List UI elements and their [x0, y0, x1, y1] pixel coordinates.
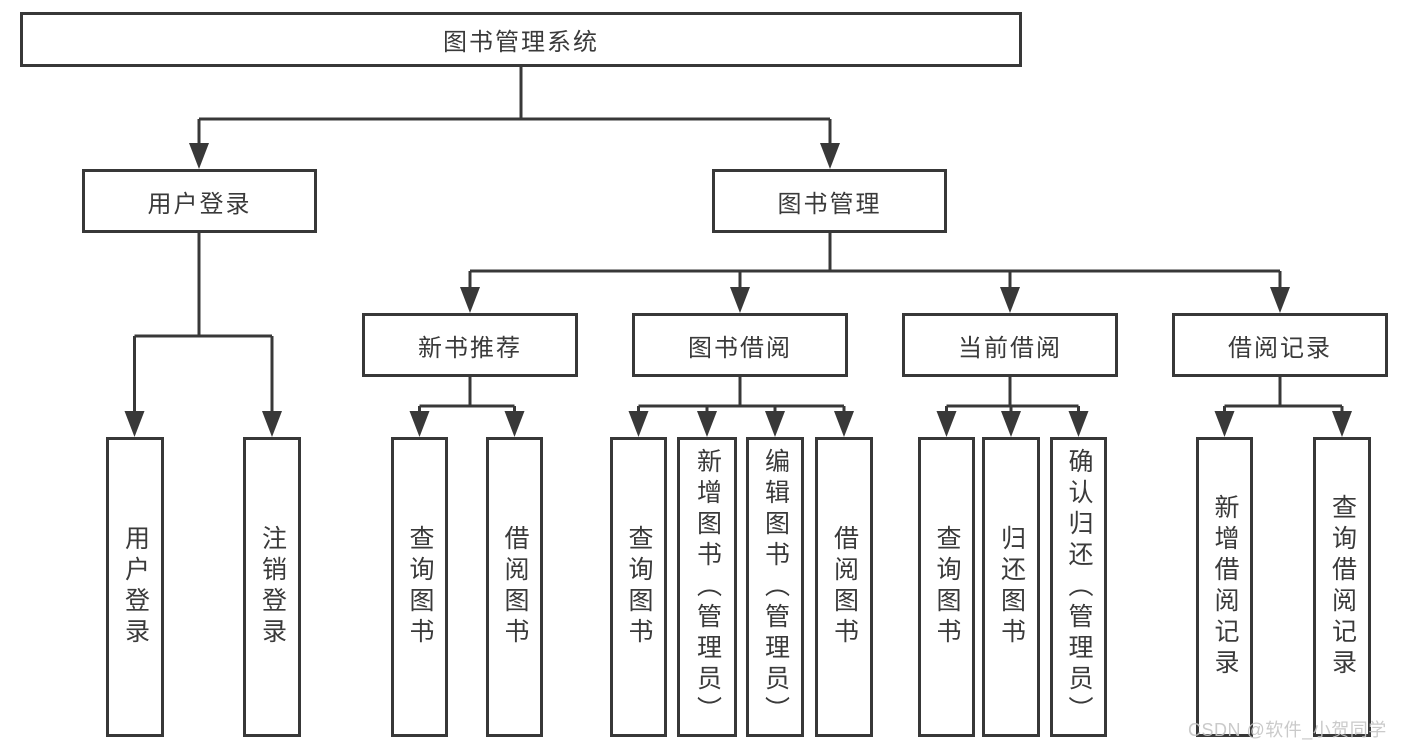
csdn-watermark: CSDN @软件_小贺同学: [1188, 720, 1387, 740]
leaf-return-book: 归还图书: [982, 437, 1040, 737]
node-borrow-records: 借阅记录: [1172, 313, 1388, 377]
leaf-edit-book-admin: 编辑图书（管理员）: [746, 437, 804, 737]
leaf-logout-label: 注销登录: [258, 525, 287, 649]
leaf-query-book-current-label: 查询图书: [933, 525, 961, 649]
node-current-borrow: 当前借阅: [902, 313, 1118, 377]
leaf-query-book-borrow: 查询图书: [610, 437, 667, 737]
leaf-query-borrow-record-label: 查询借阅记录: [1328, 494, 1357, 680]
node-book-borrow: 图书借阅: [632, 313, 848, 377]
leaf-borrow-book: 借阅图书: [815, 437, 873, 737]
node-book-management: 图书管理: [712, 169, 947, 233]
leaf-query-book-current: 查询图书: [918, 437, 975, 737]
leaf-confirm-return-admin: 确认归还（管理员）: [1050, 437, 1107, 737]
leaf-add-book-admin: 新增图书（管理员）: [677, 437, 737, 737]
leaf-query-borrow-record: 查询借阅记录: [1313, 437, 1371, 737]
leaf-add-borrow-record: 新增借阅记录: [1196, 437, 1253, 737]
leaf-edit-book-admin-label: 编辑图书（管理员）: [761, 447, 790, 727]
leaf-logout: 注销登录: [243, 437, 301, 737]
leaf-query-book-recommend: 查询图书: [391, 437, 448, 737]
leaf-borrow-book-recommend: 借阅图书: [486, 437, 543, 737]
node-new-book-recommend: 新书推荐: [362, 313, 578, 377]
leaf-user-login: 用户登录: [106, 437, 164, 737]
leaf-return-book-label: 归还图书: [997, 525, 1026, 649]
leaf-borrow-book-recommend-label: 借阅图书: [501, 525, 529, 649]
leaf-borrow-book-label: 借阅图书: [830, 525, 859, 649]
leaf-confirm-return-admin-label: 确认归还（管理员）: [1065, 447, 1093, 727]
leaf-add-book-admin-label: 新增图书（管理员）: [693, 447, 722, 727]
node-library-system: 图书管理系统: [20, 12, 1022, 67]
node-user-login: 用户登录: [82, 169, 317, 233]
leaf-query-book-recommend-label: 查询图书: [406, 525, 434, 649]
leaf-add-borrow-record-label: 新增借阅记录: [1211, 494, 1239, 680]
leaf-query-book-borrow-label: 查询图书: [625, 525, 653, 649]
leaf-user-login-label: 用户登录: [121, 525, 150, 649]
